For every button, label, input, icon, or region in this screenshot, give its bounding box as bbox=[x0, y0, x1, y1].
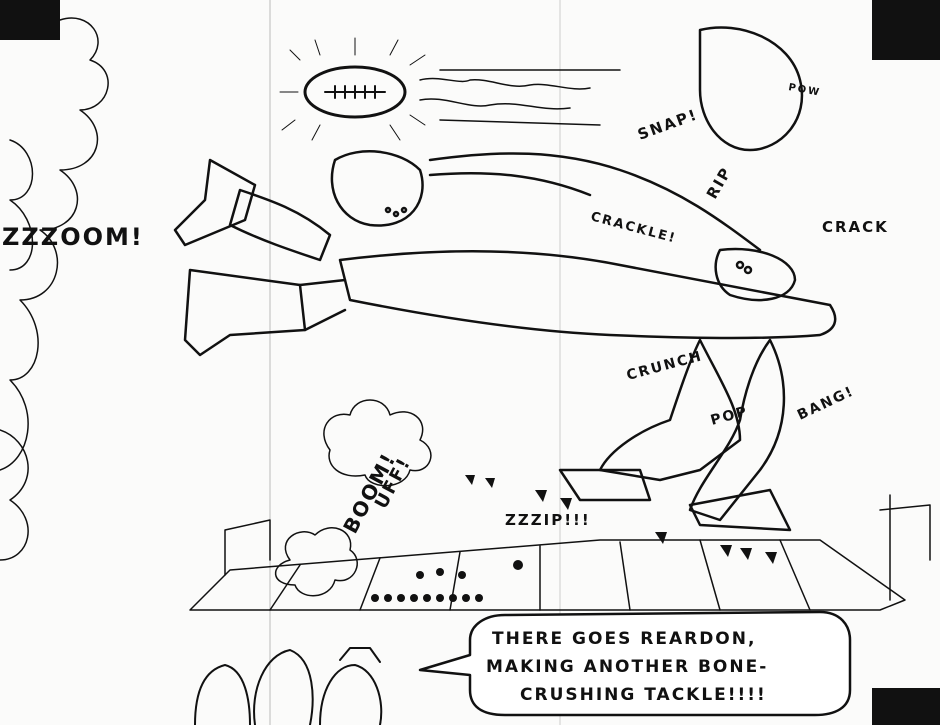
tape-mark-bottom-right bbox=[872, 688, 940, 725]
tackled-player bbox=[558, 26, 804, 532]
cleat-icon bbox=[688, 488, 792, 532]
football bbox=[279, 37, 426, 141]
goal-post bbox=[224, 519, 271, 576]
player-hair bbox=[698, 26, 804, 152]
sfx-pop: POP bbox=[709, 403, 750, 428]
speech-line-1: THERE GOES REARDON, bbox=[492, 629, 756, 649]
sfx-rip: RIP bbox=[703, 163, 736, 202]
cleat-icon bbox=[183, 268, 307, 357]
ball-motion-lines bbox=[419, 69, 621, 126]
sfx-crunch: CRUNCH bbox=[625, 348, 705, 384]
sfx-crackle: CRACKLE! bbox=[589, 209, 678, 246]
footprints bbox=[465, 475, 777, 564]
sfx-bang: BANG! bbox=[795, 383, 857, 423]
dust-cloud-left bbox=[0, 17, 109, 561]
crowd-figures bbox=[371, 560, 523, 602]
speech-line-2: MAKING ANOTHER BONE- bbox=[486, 657, 768, 677]
player-upper-leg bbox=[228, 188, 332, 262]
spectator-hat bbox=[339, 647, 381, 663]
goal-post bbox=[879, 494, 931, 601]
sfx-snap: SNAP! bbox=[635, 105, 700, 143]
helmet-icon bbox=[330, 150, 424, 227]
player-leg bbox=[598, 338, 742, 482]
sfx-pow: POW bbox=[787, 82, 821, 99]
dust-cloud-field bbox=[274, 399, 432, 597]
player-torso bbox=[338, 250, 837, 340]
sfx-crack: CRACK bbox=[822, 218, 889, 236]
helmet-icon bbox=[714, 247, 797, 302]
spectators bbox=[194, 647, 383, 725]
tape-mark-top-left bbox=[0, 0, 60, 40]
cleat-icon bbox=[173, 158, 257, 247]
speech-line-3: CRUSHING TACKLE!!!! bbox=[520, 685, 767, 705]
cleat-icon bbox=[558, 468, 652, 502]
tape-mark-top-right bbox=[872, 0, 940, 60]
sfx-zzzip: ZZZIP!!! bbox=[505, 511, 591, 529]
football-field bbox=[189, 494, 931, 611]
speech-bubble bbox=[418, 610, 852, 717]
sfx-zzoom: ZZZOOM! bbox=[2, 223, 144, 251]
player-leg bbox=[688, 338, 786, 522]
player-arm bbox=[428, 152, 762, 252]
flying-player bbox=[173, 150, 837, 357]
